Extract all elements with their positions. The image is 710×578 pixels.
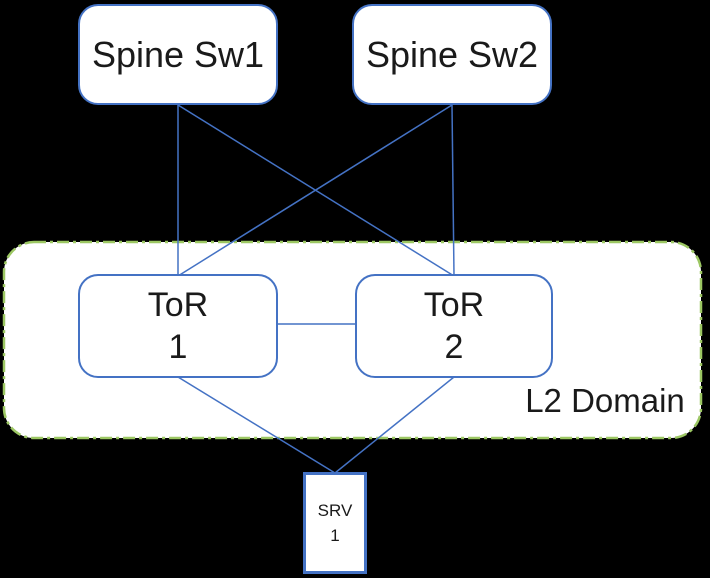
- edge-spine-sw2-tor-1: [177, 104, 453, 277]
- node-srv-1-label-line1: SRV: [317, 501, 353, 520]
- node-tor-2-label-line1: ToR: [423, 286, 485, 324]
- edge-spine-sw2-tor-2: [451, 104, 455, 277]
- edge-tor-1-srv-1: [177, 376, 336, 474]
- node-spine-sw1: Spine Sw1: [78, 4, 278, 105]
- node-spine-sw2-label: Spine Sw2: [365, 33, 539, 75]
- node-srv-1: SRV 1: [303, 472, 367, 574]
- edge-tor-2-srv-1: [334, 376, 455, 474]
- node-tor-1: ToR 1: [78, 274, 278, 378]
- node-tor-1-label-line1: ToR: [147, 286, 209, 324]
- node-tor-1-label-line2: 1: [168, 328, 188, 366]
- node-spine-sw1-label: Spine Sw1: [91, 33, 265, 75]
- node-tor-2: ToR 2: [355, 274, 553, 378]
- l2-domain-label: L2 Domain: [525, 382, 685, 419]
- node-tor-2-label-line2: 2: [444, 328, 464, 366]
- node-srv-1-label-line2: 1: [330, 526, 340, 545]
- node-spine-sw2: Spine Sw2: [352, 4, 552, 105]
